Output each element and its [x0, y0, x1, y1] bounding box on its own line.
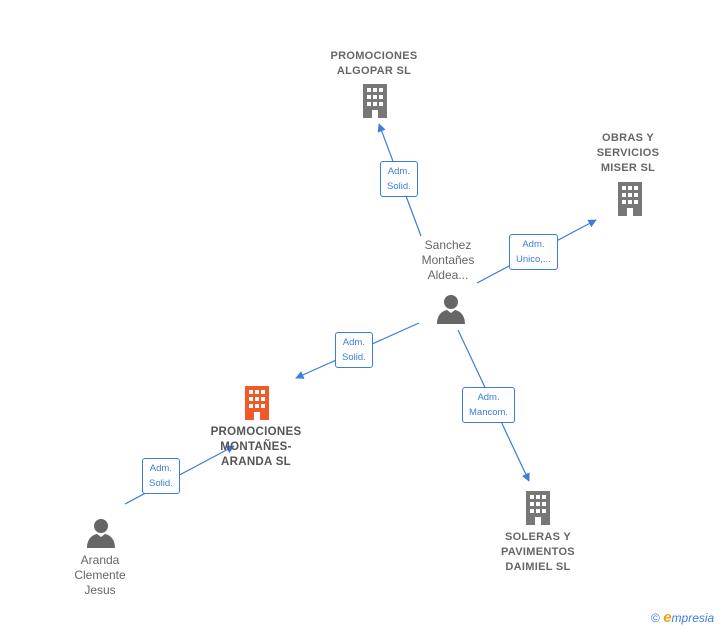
brand-logo-text: mpresia [671, 611, 715, 625]
edge-label-soleras[interactable]: Adm. Mancom. [462, 387, 516, 423]
building-icon[interactable] [242, 386, 272, 420]
building-icon[interactable] [360, 84, 390, 118]
company-label-montanes-aranda[interactable]: PROMOCIONES MONTAÑES- ARANDA SL [210, 426, 302, 468]
building-icon[interactable] [523, 491, 553, 525]
empresia-brand: © empresia [651, 609, 714, 626]
company-label-soleras[interactable]: SOLERAS Y PAVIMENTOS DAIMIEL SL [501, 531, 575, 573]
edge-label-miser[interactable]: Adm. Unico,... [509, 234, 558, 270]
edge-label-montanes-aranda[interactable]: Adm. Solid. [142, 458, 180, 494]
brand-logo-e: e [663, 609, 672, 626]
edge-label-montanes-sanchez[interactable]: Adm. Solid. [335, 332, 373, 368]
person-icon[interactable] [86, 518, 116, 548]
copyright-icon: © [651, 611, 660, 625]
edge-label-algopar[interactable]: Adm. Solid. [380, 161, 418, 197]
company-label-miser[interactable]: OBRAS Y SERVICIOS MISER SL [596, 132, 660, 174]
person-icon[interactable] [436, 294, 466, 324]
company-label-algopar[interactable]: PROMOCIONES ALGOPAR SL [330, 50, 418, 77]
person-label-aranda[interactable]: Aranda Clemente Jesus [74, 553, 126, 597]
person-label-sanchez[interactable]: Sanchez Montañes Aldea... [421, 238, 475, 282]
building-icon[interactable] [615, 182, 645, 216]
